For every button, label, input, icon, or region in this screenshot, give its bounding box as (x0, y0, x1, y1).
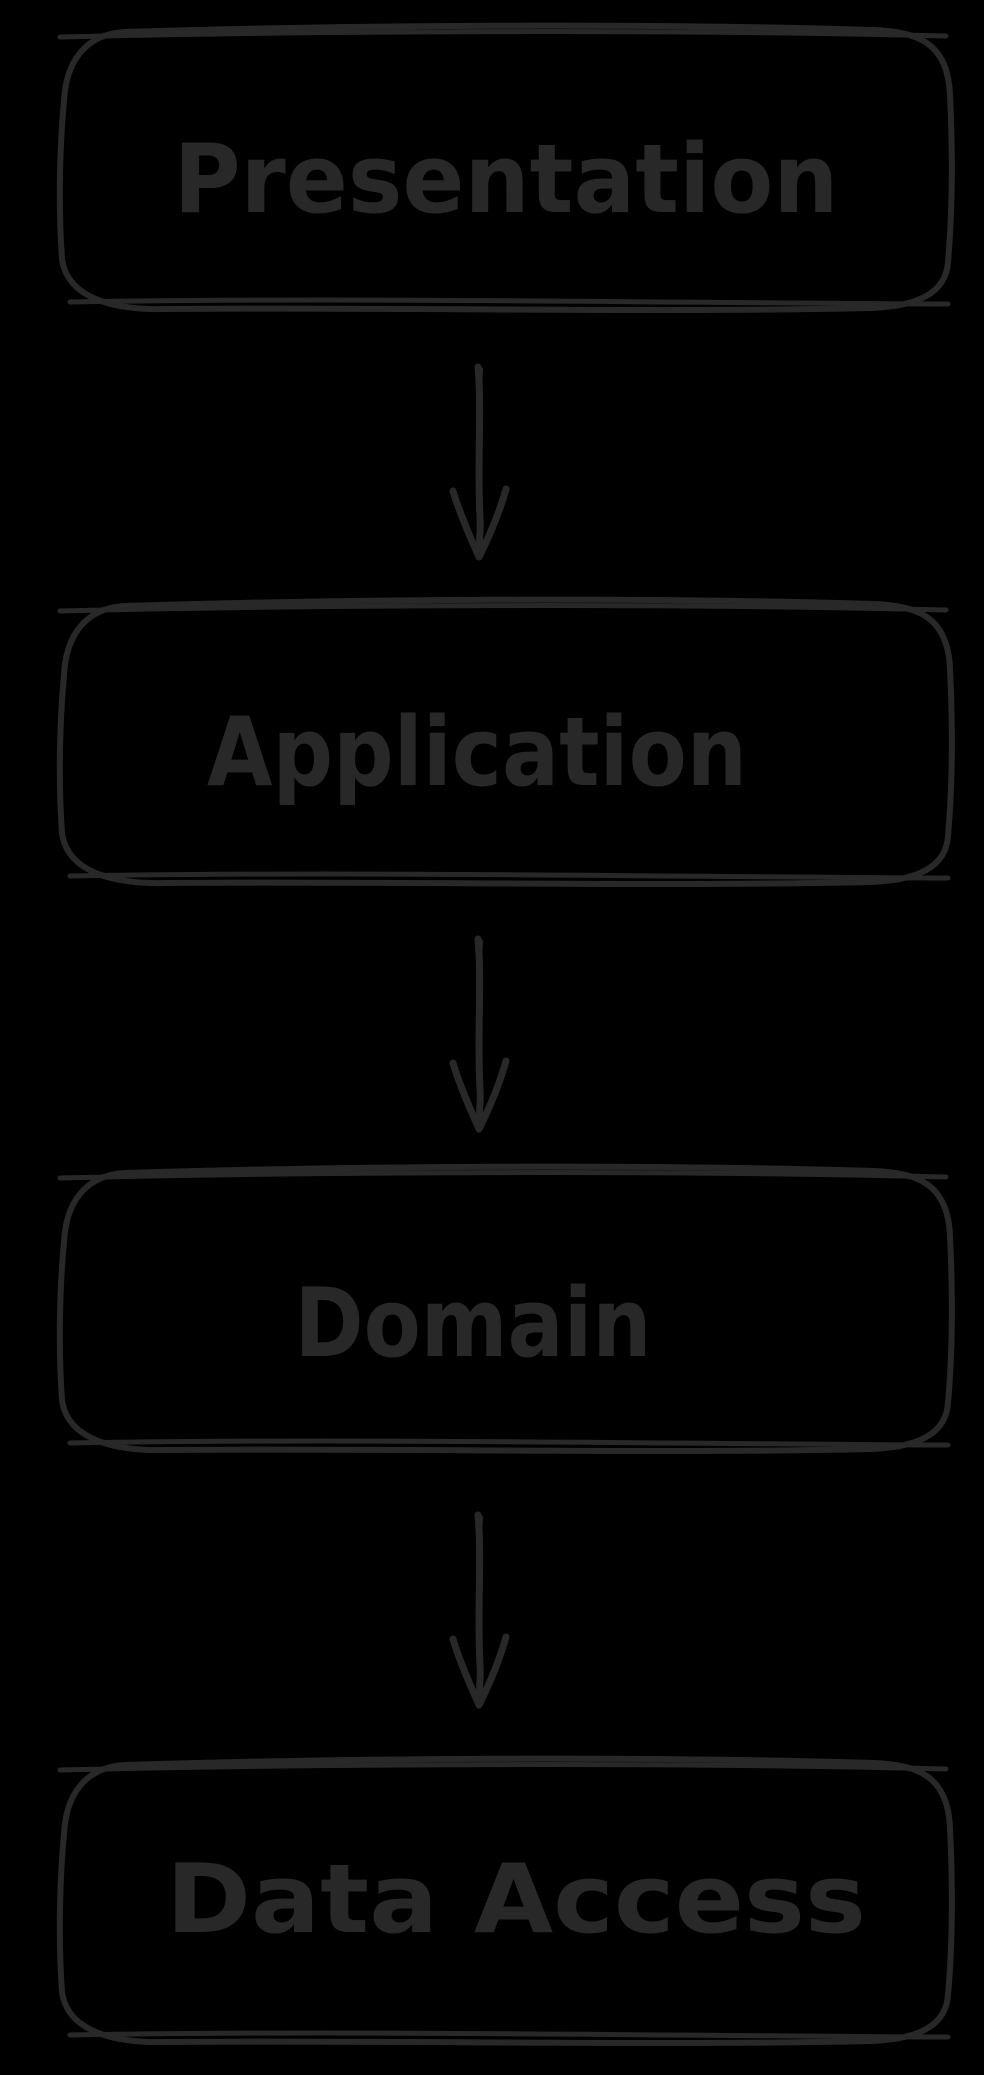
node-label-domain: Domain (295, 1269, 652, 1379)
node-label-application: Application (207, 698, 747, 808)
node-label-presentation: Presentation (174, 125, 839, 235)
node-label-data-access: Data Access (166, 1845, 866, 1955)
